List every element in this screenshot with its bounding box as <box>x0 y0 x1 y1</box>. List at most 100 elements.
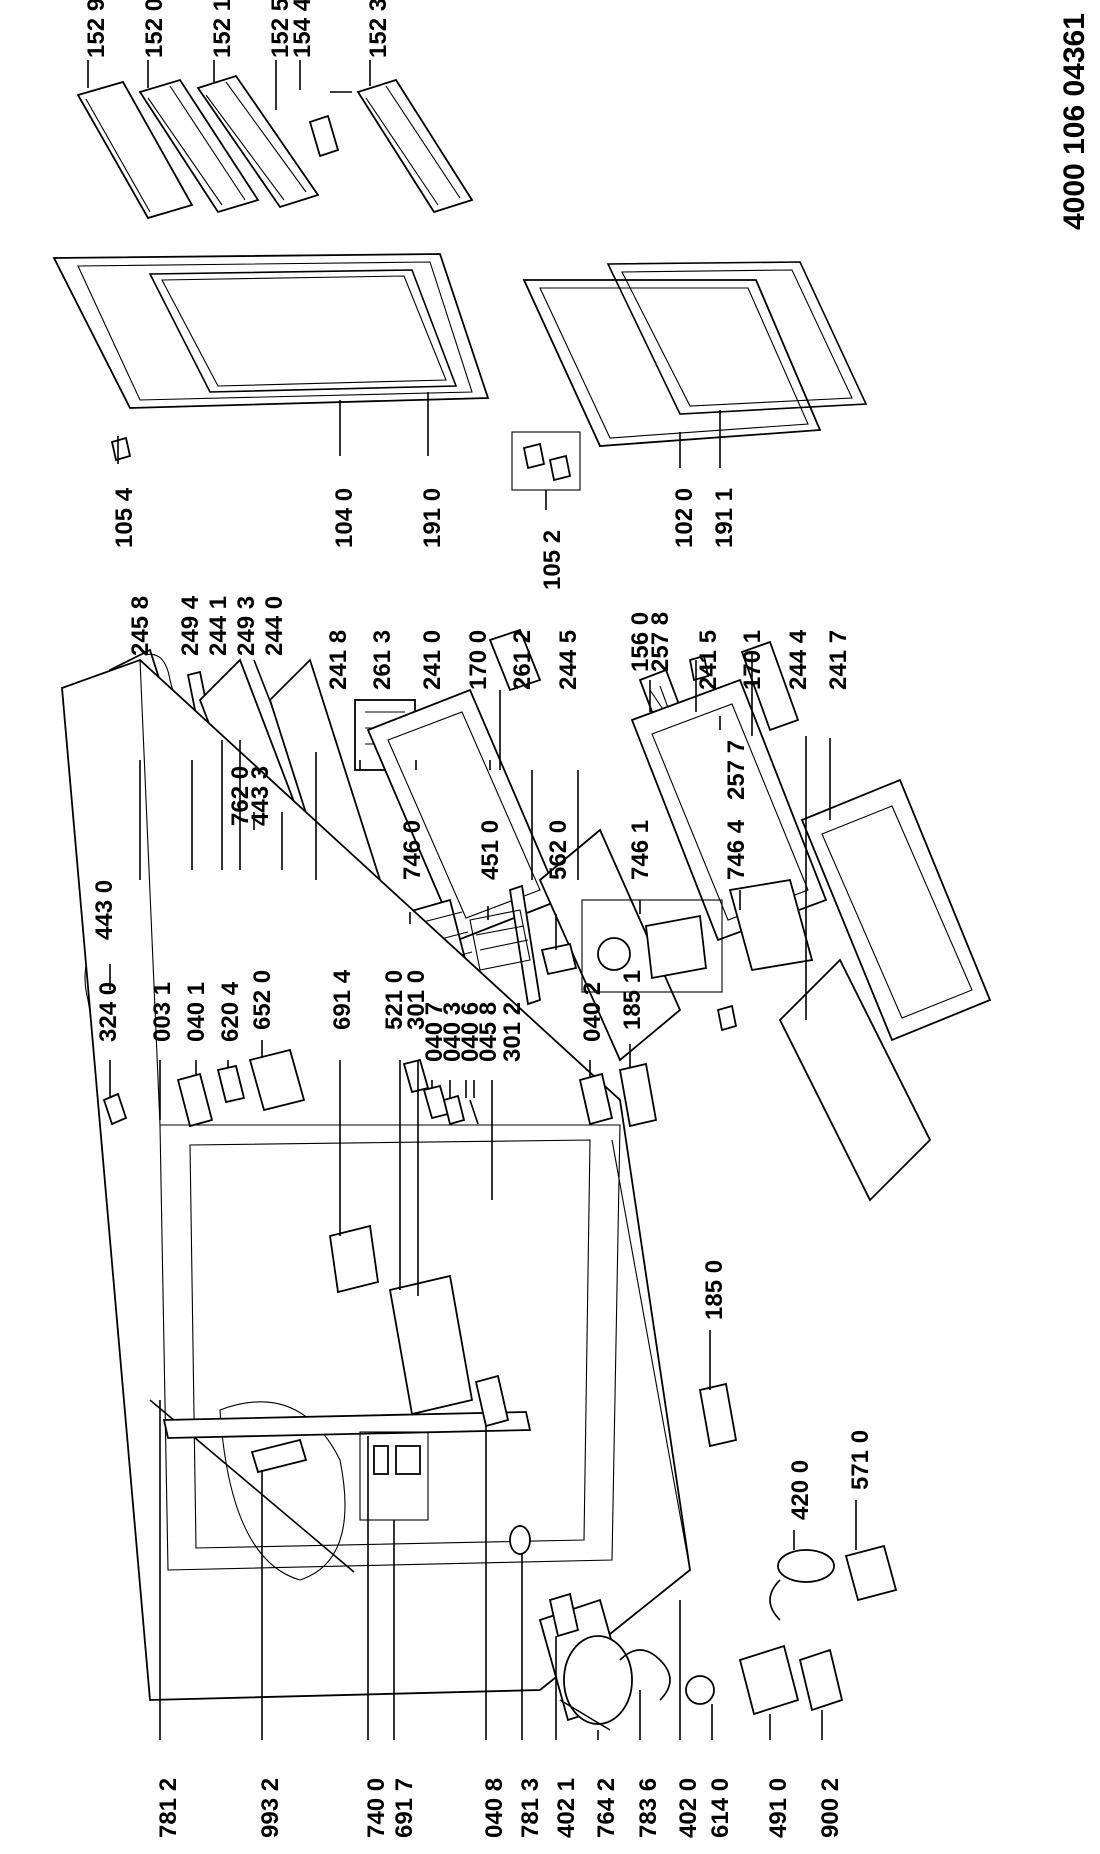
control-box-7461 <box>581 899 723 993</box>
label-2612: 261 2 <box>509 630 536 690</box>
label-2440: 244 0 <box>261 596 288 656</box>
duct-7464 <box>728 878 814 972</box>
screw-0458 <box>469 1099 479 1125</box>
label-1911: 191 1 <box>711 488 738 548</box>
label-1544: 154 4 <box>289 0 316 58</box>
door-shelf-1521 <box>196 74 320 209</box>
bar-2612 <box>508 884 542 1006</box>
label-7642: 764 2 <box>593 1778 620 1838</box>
label-9002: 900 2 <box>817 1778 844 1838</box>
label-2444: 244 4 <box>785 629 812 690</box>
label-7461: 746 1 <box>627 820 654 880</box>
relay-5710 <box>844 1544 898 1602</box>
door-shelf-1520 <box>138 78 260 214</box>
label-5210: 521 0 <box>381 970 408 1030</box>
label-1523: 152 3 <box>365 0 392 58</box>
label-1700: 170 0 <box>465 630 492 690</box>
label-7812: 781 2 <box>155 1778 182 1838</box>
box-4910 <box>738 1644 800 1716</box>
tube-7642 <box>559 1699 611 1731</box>
label-0401: 040 1 <box>183 982 210 1042</box>
label-1520: 152 0 <box>141 0 168 58</box>
label-1040: 104 0 <box>331 488 358 548</box>
label-7400: 740 0 <box>363 1778 390 1838</box>
label-1529: 152 9 <box>83 0 110 58</box>
label-0407: 040 7 <box>421 1002 448 1062</box>
label-3010: 301 0 <box>403 970 430 1030</box>
label-7836: 783 6 <box>635 1778 662 1838</box>
label-6204: 620 4 <box>217 981 244 1042</box>
label-2410: 241 0 <box>419 630 446 690</box>
label-6520: 652 0 <box>249 970 276 1030</box>
cover-1701 <box>740 640 800 732</box>
label-2415: 241 5 <box>695 630 722 690</box>
label-2613: 261 3 <box>369 630 396 690</box>
label-0402: 040 2 <box>579 982 606 1042</box>
label-0458: 045 8 <box>475 1002 502 1062</box>
label-2493: 249 3 <box>233 596 260 656</box>
label-1560: 156 0 <box>627 612 654 672</box>
label-2441: 244 1 <box>205 596 232 656</box>
label-4910: 491 0 <box>765 1778 792 1838</box>
capacitor-4200 <box>769 1549 835 1621</box>
grommet-7813 <box>509 1525 531 1555</box>
door-shelf-1523 <box>356 78 474 214</box>
switch-6204 <box>216 1064 246 1104</box>
label-2417: 241 7 <box>825 630 852 690</box>
label-1701: 170 1 <box>739 630 766 690</box>
label-1851: 185 1 <box>619 970 646 1030</box>
plate-1851 <box>618 1062 658 1128</box>
door-gasket-1911 <box>606 261 868 415</box>
label-3240: 324 0 <box>95 982 122 1042</box>
label-4433: 443 3 <box>247 766 274 826</box>
bracket-0408 <box>474 1374 510 1428</box>
panel-6917 <box>359 1431 429 1521</box>
heater-4510 <box>469 909 531 971</box>
drain-5620 <box>540 942 578 976</box>
label-0403: 040 3 <box>439 1002 466 1062</box>
bracket-0402 <box>578 1072 614 1126</box>
label-6140: 614 0 <box>707 1778 734 1838</box>
thermostat-6140 <box>685 1675 715 1705</box>
plate-1850 <box>698 1382 738 1448</box>
label-5620: 562 0 <box>545 820 572 880</box>
top-cover-3240 <box>102 1092 128 1126</box>
cover-1700 <box>488 628 542 692</box>
label-2418: 241 8 <box>325 630 352 690</box>
clip-2577 <box>716 1004 738 1032</box>
control-panel-5210 <box>388 1274 474 1416</box>
label-0406: 040 6 <box>457 1002 484 1062</box>
document-number: 4000 106 04361 <box>1058 13 1091 230</box>
label-1020: 102 0 <box>671 488 698 548</box>
freezer-drawer-2417 <box>800 778 992 1042</box>
hinge-box-1052 <box>511 431 581 491</box>
label-6914: 691 4 <box>329 969 356 1030</box>
label-4020: 402 0 <box>675 1778 702 1838</box>
door-gasket-1910 <box>148 269 458 393</box>
label-2445: 244 5 <box>555 630 582 690</box>
label-7460: 746 0 <box>399 820 426 880</box>
label-7813: 781 3 <box>517 1778 544 1838</box>
door-1020 <box>522 279 822 447</box>
bracket-0407 <box>402 1058 430 1094</box>
clip-1525 <box>308 114 340 158</box>
freezer-drawer-2415 <box>630 678 828 942</box>
label-1054: 105 4 <box>111 487 138 548</box>
bracket-0406 <box>442 1094 466 1126</box>
label-1521: 152 1 <box>209 0 236 58</box>
door-shelf-1529 <box>76 80 194 220</box>
label-1525: 152 5 <box>267 0 294 58</box>
label-3012: 301 2 <box>499 1002 526 1062</box>
label-2494: 249 4 <box>177 595 204 656</box>
label-7464: 746 4 <box>723 819 750 880</box>
label-0408: 040 8 <box>481 1778 508 1838</box>
bracket-9002 <box>798 1648 844 1712</box>
dryer-7836 <box>619 1649 671 1701</box>
label-4021: 402 1 <box>553 1778 580 1838</box>
label-1850: 185 0 <box>701 1260 728 1320</box>
label-4430: 443 0 <box>91 880 118 940</box>
door-1040 <box>52 253 490 409</box>
glass-plate-2444 <box>778 958 932 1202</box>
label-1052: 105 2 <box>539 530 566 590</box>
